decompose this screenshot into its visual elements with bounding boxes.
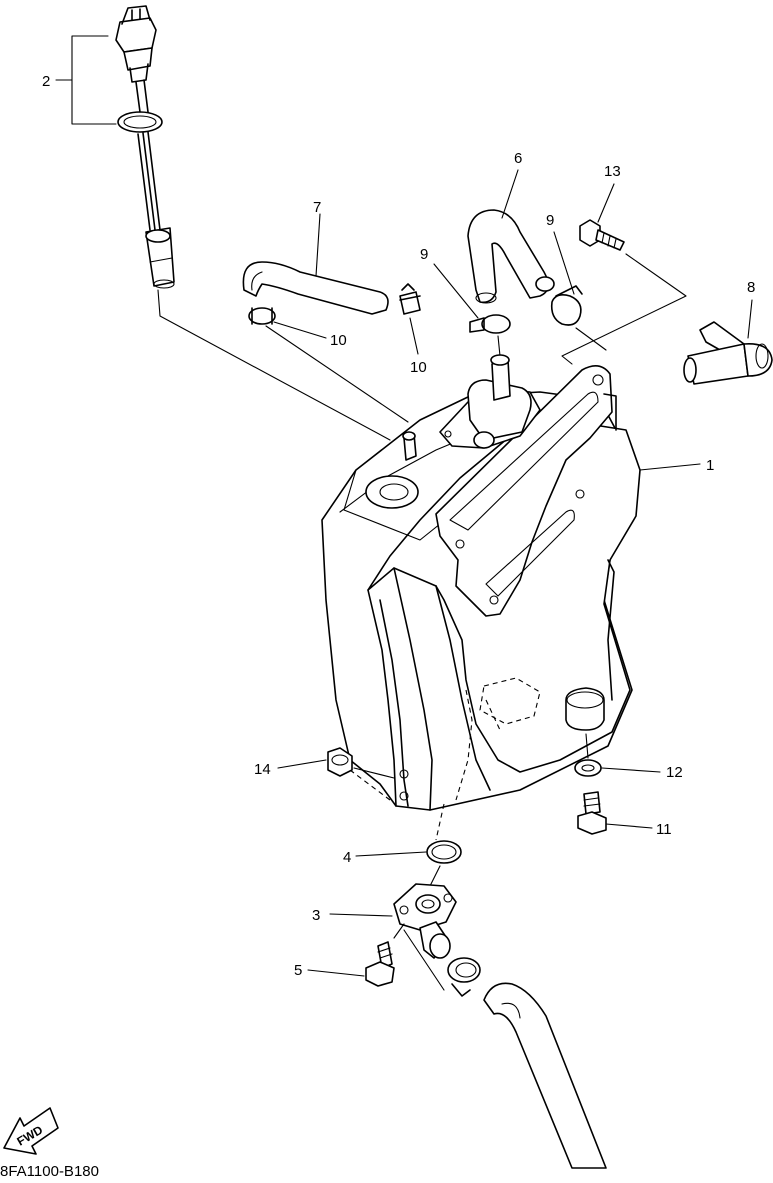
bolt-part-13 [579, 219, 625, 251]
o-ring-part-4 [426, 840, 462, 864]
callout-10a-label: 10 [330, 332, 347, 349]
callout-14-label: 14 [254, 761, 271, 778]
callout-13: 13 [597, 163, 621, 223]
drain-bolt-part-11 [577, 791, 607, 835]
callout-10a: 10 [273, 321, 347, 349]
callout-12-label: 12 [666, 764, 683, 781]
flange-to-clamp-leader [403, 929, 445, 991]
flange-bolt-part-5 [365, 941, 395, 987]
hose-clamp-part-10a [248, 307, 276, 325]
clamp-leader-line [575, 327, 607, 351]
washer-part-12 [574, 759, 602, 777]
hose-clamp-part-9b [550, 285, 583, 326]
callout-7-label: 7 [313, 199, 321, 216]
callout-6-label: 6 [514, 150, 522, 167]
level-sensor-part-2 [115, 5, 175, 289]
callout-2: 2 [42, 35, 117, 125]
callout-6: 6 [501, 150, 522, 219]
outlet-flange-part-3 [393, 883, 457, 959]
callout-5-label: 5 [294, 962, 302, 979]
callout-10b-label: 10 [410, 359, 427, 376]
callout-10b: 10 [409, 317, 427, 376]
callout-13-label: 13 [604, 163, 621, 180]
callout-9b-label: 9 [546, 212, 554, 229]
callout-3: 3 [312, 907, 393, 924]
outlet-leader-line [435, 803, 445, 841]
fitting-part-8 [683, 321, 773, 385]
callout-2-label: 2 [42, 73, 50, 90]
hose-leader-line [265, 325, 409, 423]
callout-7: 7 [313, 199, 321, 277]
callout-9a: 9 [420, 246, 479, 319]
o-ring-leader-line [429, 865, 441, 887]
callout-14: 14 [254, 759, 395, 779]
callout-12: 12 [585, 733, 683, 781]
callout-1: 1 [639, 457, 714, 474]
callout-5: 5 [294, 923, 405, 979]
feed-hose [483, 982, 607, 1169]
bolt-leader-line [561, 253, 687, 365]
callout-11-label: 11 [656, 821, 672, 838]
callout-9a-label: 9 [420, 246, 428, 263]
callout-1-label: 1 [706, 457, 714, 474]
forward-direction-arrow: FWD [3, 1107, 59, 1155]
hose-clamp-part-9a [469, 314, 511, 334]
callout-8-label: 8 [747, 279, 755, 296]
callout-11: 11 [605, 821, 672, 838]
collar-part-14 [327, 747, 353, 777]
overflow-hose-part-6 [467, 209, 555, 304]
callout-4: 4 [343, 849, 427, 866]
callout-8: 8 [747, 279, 755, 339]
feed-hose-clamp [447, 957, 481, 997]
hose-clamp-part-10b [399, 283, 421, 315]
oil-tank-part-1 [321, 354, 641, 811]
callout-3-label: 3 [312, 907, 320, 924]
diagram-code: 8FA1100-B180 [0, 1163, 99, 1180]
callout-9b: 9 [546, 212, 575, 295]
callout-4-label: 4 [343, 849, 351, 866]
hose-to-neck-leader [497, 335, 501, 357]
sensor-leader-line [157, 289, 391, 441]
breather-hose-part-7 [242, 261, 389, 315]
